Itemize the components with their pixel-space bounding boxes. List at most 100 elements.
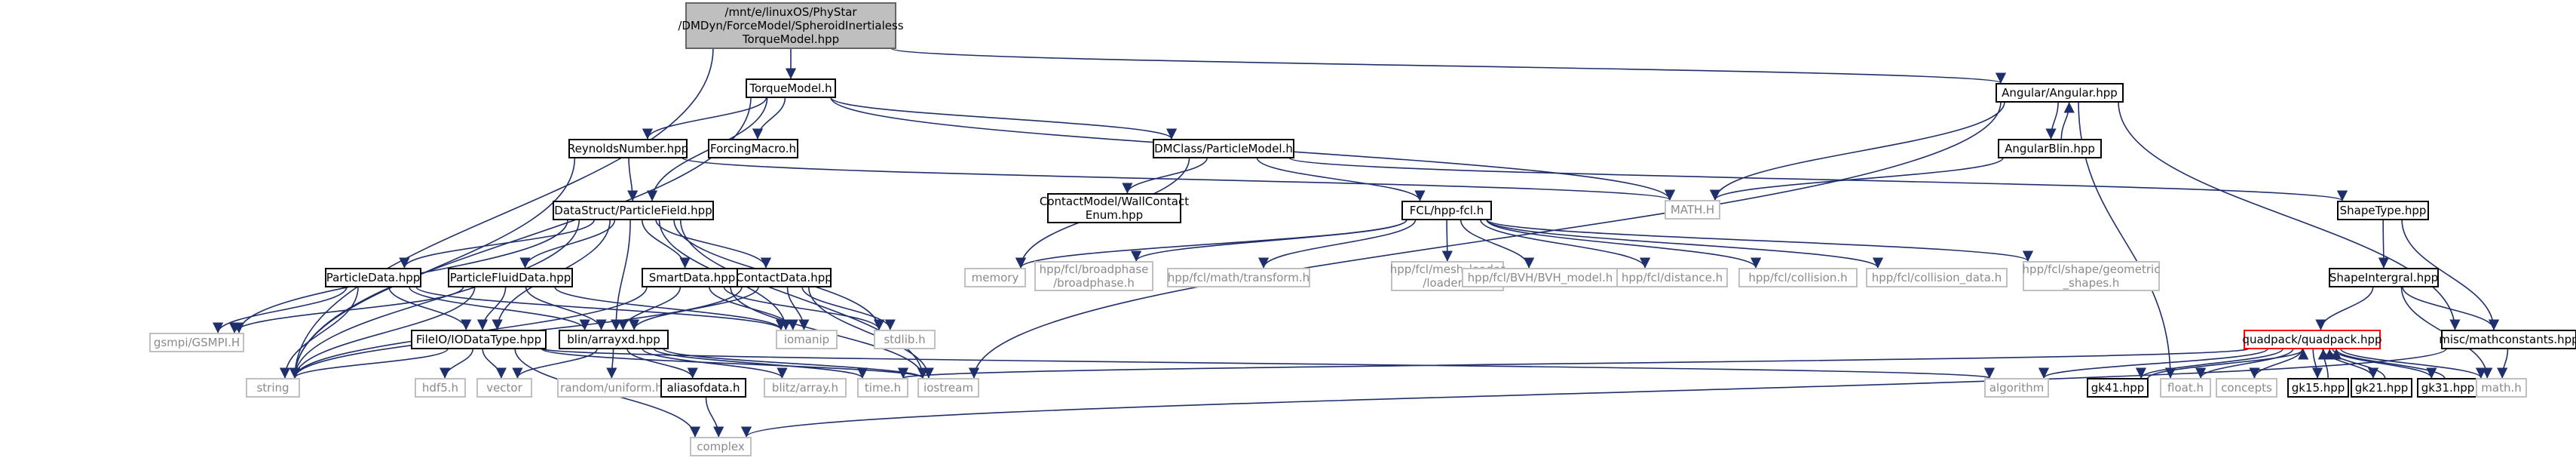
node-hpp-fcl-math-transform-h: hpp/fcl/math/transform.h — [1167, 268, 1310, 287]
edge-fcl-to-collisiondata — [1486, 219, 1883, 269]
node-label: DMClass/ParticleModel.h — [1154, 142, 1293, 155]
node-box — [874, 330, 936, 349]
node-mnt-e-linuxos-phystar-dmdyn-forcemodel-spheroidinertialesstorquemodel-hpp[interactable]: /mnt/e/linuxOS/PhyStar/DMDyn/ForceModel/… — [678, 2, 904, 49]
node-box — [2287, 378, 2349, 398]
node-label: ParticleData.hpp — [326, 271, 421, 284]
node-label: float.h — [2167, 381, 2204, 395]
node-particledata-hpp[interactable]: ParticleData.hpp — [325, 268, 421, 287]
edge-blin-to-blitz — [642, 348, 788, 379]
node-label: hpp/fcl/collision.h — [1748, 271, 1847, 284]
edge-angularblin-to-mathH — [1710, 157, 2004, 201]
node-gk41-hpp[interactable]: gk41.hpp — [2087, 378, 2149, 398]
edge-quadpack-to-gk15 — [2311, 348, 2323, 379]
node-label: ShapeType.hpp — [2340, 204, 2427, 217]
edge-particlemodel-to-fcl — [1256, 157, 1426, 201]
edge-quadpack-to-mathh — [2339, 348, 2487, 379]
node-particlefluiddata-hpp[interactable]: ParticleFluidData.hpp — [448, 268, 573, 287]
node-box — [246, 378, 300, 398]
node-gk31-hpp[interactable]: gk31.hpp — [2417, 378, 2479, 398]
node-time-h: time.h — [857, 378, 908, 398]
node-math-h: math.h — [2476, 378, 2527, 398]
node-label: /broadphase.h — [1053, 276, 1135, 290]
node-box — [746, 78, 836, 98]
node-gk21-hpp[interactable]: gk21.hpp — [2351, 378, 2412, 398]
node-label: random/uniform.h — [560, 381, 663, 395]
node-random-uniform-h: random/uniform.h — [557, 378, 666, 398]
node-box — [1616, 268, 1728, 287]
edge-aliasof-to-complex — [705, 396, 724, 438]
node-label: misc/mathconstants.hpp — [2439, 333, 2576, 346]
edge-blin-to-timeh — [653, 348, 868, 379]
edge-fcl-to-geometric — [1486, 219, 2033, 262]
edge-mathconst-to-complex — [741, 348, 2447, 438]
node-smartdata-hpp[interactable]: SmartData.hpp — [642, 268, 743, 287]
node-label: AngularBlin.hpp — [2005, 142, 2095, 155]
edge-torque-to-forcing — [752, 97, 786, 140]
node-label: /DMDyn/ForceModel/SpheroidInertialess — [678, 19, 903, 32]
node-box — [1401, 201, 1492, 220]
node-aliasofdata-h[interactable]: aliasofdata.h — [660, 378, 746, 398]
node-box — [448, 268, 573, 287]
node-gk15-hpp[interactable]: gk15.hpp — [2287, 378, 2349, 398]
node-box — [1153, 139, 1294, 158]
edge-torque-to-reynolds — [642, 97, 767, 140]
edge-blin-to-vector — [512, 348, 599, 379]
node-label: hpp/fcl/distance.h — [1622, 271, 1723, 284]
edge-blin-to-random — [606, 348, 617, 379]
node-gsmpi-gsmpi-h: gsmpi/GSMPI.H — [149, 333, 244, 352]
node-iomanip: iomanip — [776, 330, 838, 349]
node-label: hpp/fcl/collision_data.h — [1872, 271, 2002, 285]
node-fileio-iodatatype-hpp[interactable]: FileIO/IODataType.hpp — [411, 330, 547, 349]
node-torquemodel-h[interactable]: TorqueModel.h — [746, 78, 836, 98]
edge-contactdata-to-stdlib — [801, 286, 896, 330]
node-label: hpp/fcl/broadphase — [1040, 263, 1149, 276]
node-shapetype-hpp[interactable]: ShapeType.hpp — [2337, 201, 2429, 220]
node-label: FCL/hpp-fcl.h — [1410, 204, 1484, 217]
node-string: string — [246, 378, 300, 398]
node-blitz-array-h: blitz/array.h — [764, 378, 847, 398]
node-box — [2351, 378, 2412, 398]
node-fcl-hpp-fcl-h[interactable]: FCL/hpp-fcl.h — [1401, 201, 1492, 220]
node-label: ContactData.hpp — [736, 271, 832, 284]
node-concepts: concepts — [2216, 378, 2277, 398]
edge-angular-to-angularblin — [2045, 101, 2059, 140]
node-box — [1462, 268, 1619, 287]
node-label: string — [256, 381, 289, 395]
node-label: ShapeIntergral.hpp — [2329, 271, 2438, 284]
edge-particlefield-to-iostream — [679, 219, 929, 379]
edge-fileio-to-vector — [482, 348, 507, 379]
edge-fcl-to-collision — [1486, 219, 1762, 269]
node-label: memory — [972, 271, 1019, 284]
node-box — [2476, 378, 2527, 398]
node-label: _shapes.h — [2063, 276, 2120, 290]
node-blin-arrayxd-hpp[interactable]: blin/arrayxd.hpp — [559, 330, 669, 349]
edge-root-to-angular — [890, 48, 2006, 84]
node-angularblin-hpp[interactable]: AngularBlin.hpp — [1998, 139, 2102, 158]
node-label: time.h — [865, 381, 901, 395]
node-shapeintergral-hpp[interactable]: ShapeIntergral.hpp — [2329, 268, 2439, 287]
edge-quadpack-to-algorithm — [2038, 348, 2268, 379]
node-contactdata-hpp[interactable]: ContactData.hpp — [736, 268, 832, 287]
edge-particlefluid-to-string — [289, 286, 476, 379]
node-box — [415, 378, 466, 398]
node-label: FileIO/IODataType.hpp — [416, 333, 541, 346]
node-quadpack-quadpack-hpp[interactable]: quadpack/quadpack.hpp — [2242, 330, 2382, 349]
node-angular-angular-hpp[interactable]: Angular/Angular.hpp — [1996, 83, 2124, 103]
edge-particledata-to-blin — [409, 286, 590, 330]
node-forcingmacro-h[interactable]: ForcingMacro.h — [708, 139, 798, 158]
node-box — [557, 378, 666, 398]
node-dmclass-particlemodel-h[interactable]: DMClass/ParticleModel.h — [1153, 139, 1294, 158]
node-label: ContactModel/WallContact — [1040, 195, 1189, 208]
node-misc-mathconstants-hpp[interactable]: misc/mathconstants.hpp — [2439, 330, 2576, 349]
node-datastruct-particlefield-hpp[interactable]: DataStruct/ParticleField.hpp — [553, 201, 714, 220]
node-hpp-fcl-shape-geometric-shapes-h: hpp/fcl/shape/geometric_shapes.h — [2023, 261, 2160, 291]
edge-particlefluid-to-fileio — [476, 286, 507, 330]
node-label: DataStruct/ParticleField.hpp — [554, 204, 712, 217]
node-label: Angular/Angular.hpp — [2002, 86, 2118, 100]
edge-root-to-string — [289, 48, 714, 379]
node-box — [1996, 83, 2124, 103]
node-box — [1866, 268, 2008, 287]
node-box — [2244, 330, 2381, 349]
node-reynoldsnumber-hpp[interactable]: ReynoldsNumber.hpp — [568, 139, 688, 158]
